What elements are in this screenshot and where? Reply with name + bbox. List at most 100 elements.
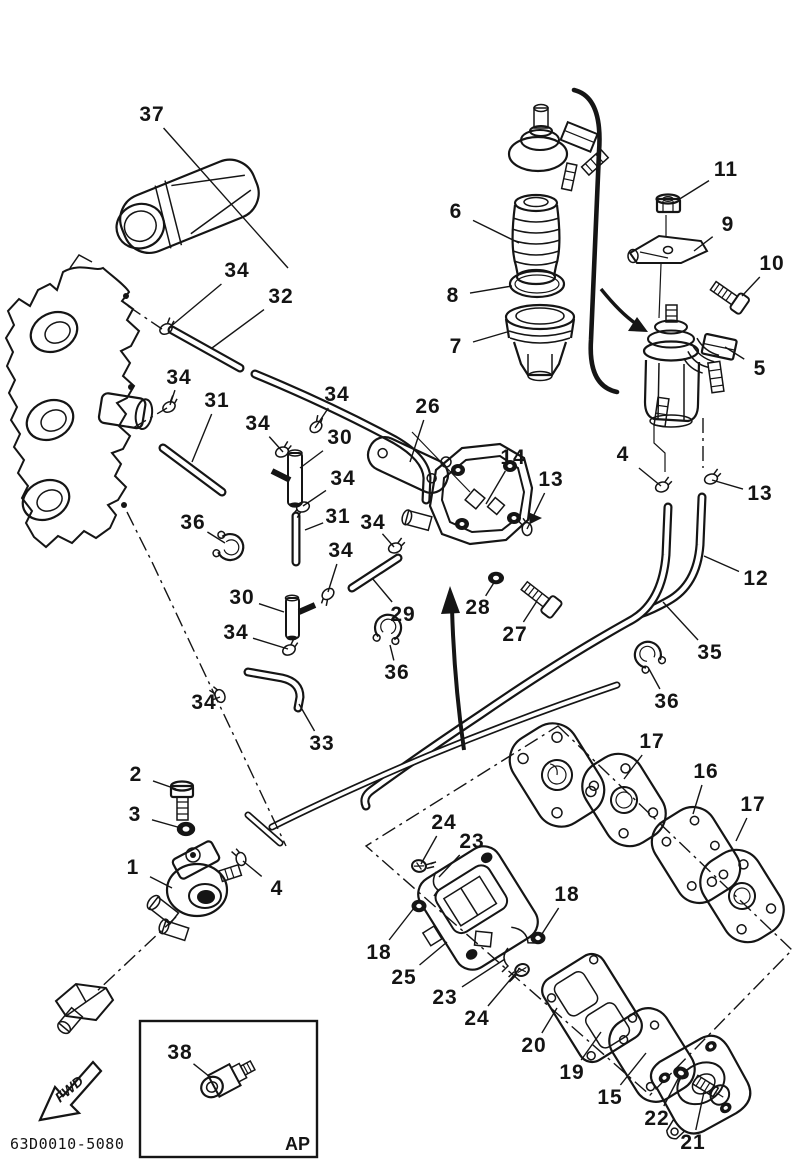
leader-line-13: [526, 492, 546, 530]
leader-line-7: [472, 331, 508, 343]
assembly-line: [658, 215, 667, 319]
group-brace: [571, 87, 620, 395]
construction-lines: [95, 305, 793, 1096]
leader-line-2: [152, 780, 177, 790]
nut-18-left: [411, 899, 427, 913]
leader-line-24: [420, 835, 438, 865]
leader-line-38: [193, 1063, 211, 1078]
block-fitting-stub: [97, 392, 154, 431]
plug-fitting-38: [200, 1059, 256, 1099]
leader-line-26: [409, 419, 425, 463]
leader-line-29: [371, 577, 393, 603]
washer-28: [488, 571, 504, 585]
leader-line-19: [580, 1031, 602, 1061]
clamp-36-c: [629, 635, 668, 676]
leader-line-23: [461, 958, 506, 988]
leader-line-34: [327, 563, 338, 593]
curved-arrow: [599, 287, 648, 332]
leader-line-16: [692, 784, 703, 815]
bolt-10: [709, 280, 750, 315]
leader-line-4: [242, 860, 263, 877]
hose-29: [347, 553, 403, 593]
leader-line-28: [485, 580, 496, 597]
leader-line-3: [151, 819, 182, 829]
leader-line-36: [648, 668, 661, 690]
leader-line-31: [191, 413, 213, 463]
leader-line-34: [268, 436, 284, 453]
leader-line-34: [252, 637, 289, 650]
leader-line-15: [619, 1052, 647, 1086]
leader-line-1: [149, 876, 173, 889]
bolt-27: [520, 580, 563, 619]
washer-22: [671, 1064, 691, 1082]
fuel-filter-assembly-5: [642, 304, 738, 428]
leader-line-12: [703, 555, 740, 573]
gasket-26: [366, 436, 450, 494]
leader-line-34: [381, 533, 395, 548]
leader-line-33: [298, 703, 316, 732]
gasket-17-left: [571, 742, 677, 858]
filter-element-6: [511, 193, 561, 286]
leader-line-20: [541, 1007, 558, 1034]
fuel-pump-14: [401, 442, 542, 546]
leader-line-27: [522, 600, 538, 623]
air-duct-37: [115, 158, 260, 254]
leader-line-25: [419, 941, 448, 966]
bolt-2: [169, 780, 195, 821]
hose-31: [158, 443, 301, 567]
mount-bracket: [54, 982, 115, 1035]
leader-line-36: [389, 644, 395, 661]
diaphragm-16: [650, 805, 742, 905]
leader-line-11: [677, 180, 710, 201]
washer-3: [176, 821, 196, 837]
t-fitting-30-lower: [284, 594, 317, 641]
fuel-pump-fitting-top: [507, 103, 610, 192]
clip-4-right: [652, 475, 675, 495]
leader-line-8: [469, 285, 513, 294]
leader-line-34: [302, 489, 327, 507]
leader-line-9: [693, 236, 714, 252]
inset-box: AP: [138, 1019, 319, 1159]
engine-block: [4, 254, 154, 549]
hose-33: [243, 667, 305, 713]
nut-18-right: [530, 931, 546, 945]
bracket-9: [627, 234, 709, 264]
leader-line-17: [623, 754, 643, 780]
clip-4-left: [230, 846, 248, 868]
leader-line-34: [314, 407, 329, 429]
filter-cup-7: [504, 303, 576, 382]
leader-line-23: [438, 854, 461, 878]
t-fitting-30-upper: [270, 449, 303, 508]
inset-page-label: AP: [285, 1134, 310, 1154]
leader-line-5: [724, 346, 745, 360]
hose-35: [360, 502, 673, 811]
leader-line-31: [304, 522, 324, 531]
hose-32: [167, 325, 432, 505]
leader-line-37: [163, 127, 289, 269]
leader-line-21: [695, 1091, 705, 1131]
gasket-20: [541, 952, 643, 1064]
flow-arrow: [441, 586, 466, 751]
leader-line-34: [169, 389, 176, 406]
clamp-36-a: [211, 529, 248, 565]
leader-line-34: [169, 283, 222, 328]
leader-line-4: [638, 467, 662, 487]
leader-line-30: [299, 450, 324, 469]
o-ring-8: [508, 269, 566, 299]
leader-line-36: [207, 531, 226, 544]
leader-line-18: [539, 907, 560, 938]
leader-line-10: [741, 276, 761, 297]
leader-line-34: [210, 696, 221, 701]
part-code: 63D0010-5080: [10, 1135, 124, 1153]
leader-line-6: [472, 219, 520, 244]
gasket-17-right: [689, 838, 795, 954]
leader-line-14: [485, 470, 506, 505]
clamp-36-b: [371, 611, 405, 647]
fuel-cock-1: [146, 840, 243, 942]
screw-21: [691, 1074, 731, 1106]
leader-line-17: [735, 817, 748, 842]
clip-23-lower: [501, 947, 510, 973]
pump-cover-15: [649, 1034, 752, 1140]
leader-line-22: [663, 1076, 680, 1107]
